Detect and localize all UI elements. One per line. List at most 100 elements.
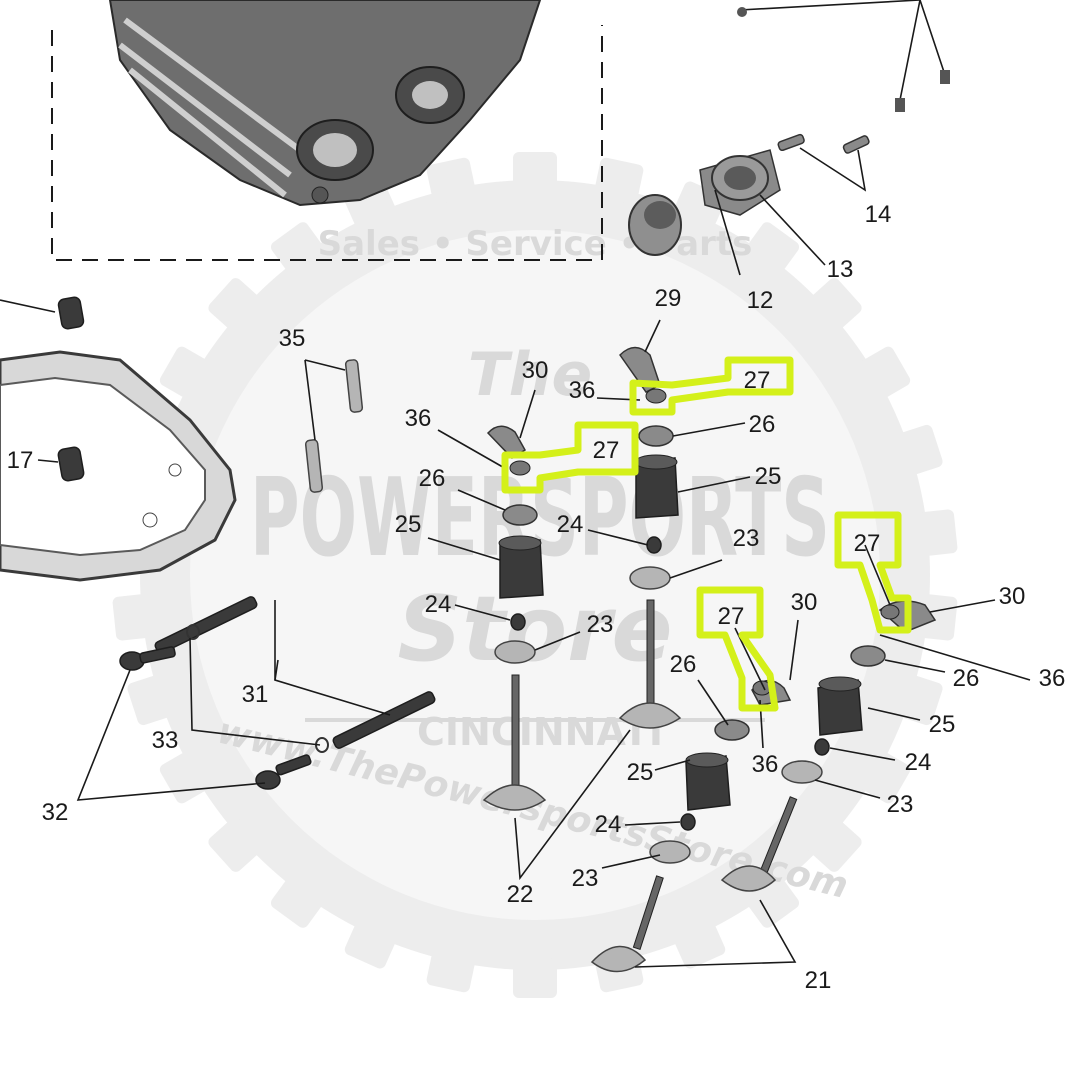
retainer-26-left <box>502 504 538 526</box>
watermark-gear-teeth <box>112 152 958 998</box>
watermark-gear-tooth <box>513 152 557 192</box>
callout-21: 21 <box>805 967 832 994</box>
thermostat-housing-13 <box>699 149 781 216</box>
highlight-27-right <box>834 511 912 634</box>
seat-23-right <box>781 760 823 784</box>
callout-30-b: 30 <box>791 589 818 616</box>
rocker-arm-30-left <box>486 425 527 459</box>
watermark-gear-tooth <box>807 817 862 872</box>
watermark-gear-tooth <box>270 874 326 928</box>
shim-27-center <box>645 388 667 404</box>
watermark-gear-tooth <box>208 817 263 872</box>
watermark-ribbon: Sales • Service • Parts <box>318 224 753 264</box>
seat-23-middle <box>649 840 691 864</box>
callout-25-b: 25 <box>755 463 782 490</box>
dowel-17 <box>57 446 85 482</box>
watermark-gear-tooth <box>513 958 557 998</box>
retainer-26-center <box>638 425 674 447</box>
callout-29: 29 <box>655 285 682 312</box>
bolt-32-upper <box>119 646 176 671</box>
callout-25-d: 25 <box>929 711 956 738</box>
keeper-24-middle <box>680 813 696 831</box>
callout-32: 32 <box>42 799 69 826</box>
leader-top-sensor <box>739 0 921 11</box>
callout-17: 17 <box>7 447 34 474</box>
callout-13: 13 <box>827 256 854 283</box>
callout-27-b: 27 <box>593 437 620 464</box>
keeper-24-center <box>646 536 662 554</box>
callout-27-c: 27 <box>854 530 881 557</box>
callout-23-a: 23 <box>587 611 614 638</box>
watermark-gear-tooth <box>426 946 476 993</box>
callout-27-d: 27 <box>718 603 745 630</box>
callout-36-b: 36 <box>569 377 596 404</box>
keeper-24-left <box>510 613 526 631</box>
watermark-gear-tooth <box>914 509 958 557</box>
valve-head-21-left <box>590 945 647 973</box>
callouts: 12 13 14 17 21 22 23 23 23 23 24 24 24 2… <box>7 201 1066 994</box>
callout-24-d: 24 <box>905 749 932 776</box>
callout-22: 22 <box>507 881 534 908</box>
retainer-26-middle <box>714 719 750 741</box>
shim-27-right <box>880 604 900 620</box>
callout-35: 35 <box>279 325 306 352</box>
valve-stem-22-center <box>646 599 655 706</box>
bolt-32-lower <box>255 754 312 790</box>
top-connector-a <box>895 98 905 112</box>
callout-26-b: 26 <box>749 411 776 438</box>
callout-24-a: 24 <box>425 591 452 618</box>
valve-stem-22-left <box>511 674 520 791</box>
rocker-shaft-31-upper <box>154 596 258 654</box>
callout-12: 12 <box>747 287 774 314</box>
watermark-gear-tooth <box>807 278 862 333</box>
cylinder-head <box>108 0 542 207</box>
callout-30-c: 30 <box>999 583 1026 610</box>
watermark-gear-tooth <box>426 157 476 204</box>
watermark-gear-tooth <box>159 346 213 401</box>
watermark-gear-tooth <box>894 424 943 477</box>
highlight-27-left <box>501 421 639 494</box>
watermark-gear-tooth <box>127 673 176 726</box>
leader-lines <box>0 147 1031 968</box>
callout-14: 14 <box>865 201 892 228</box>
callout-31: 31 <box>242 681 269 708</box>
valve-head-22-left <box>482 784 547 811</box>
watermark-gear-tooth <box>672 917 726 969</box>
o-ring-33-upper <box>186 624 200 640</box>
watermark-gear-tooth <box>208 278 263 333</box>
watermark-gear-tooth <box>894 673 943 726</box>
head-gasket <box>0 350 237 582</box>
highlight-27-center <box>629 356 794 416</box>
top-sensor-tip <box>737 7 747 17</box>
retainer-26-right <box>850 645 886 667</box>
watermark-the: The <box>468 340 592 410</box>
watermark-gear-tooth <box>112 593 156 641</box>
watermark-rule <box>305 718 765 722</box>
callout-30-a: 30 <box>522 357 549 384</box>
callout-33: 33 <box>152 727 179 754</box>
watermark-gear-tooth <box>744 222 800 276</box>
callout-23-c: 23 <box>572 865 599 892</box>
highlight-27-middle <box>696 586 779 712</box>
callout-26-d: 26 <box>953 665 980 692</box>
callout-24-b: 24 <box>557 511 584 538</box>
keeper-24-right <box>814 738 830 756</box>
pin-35-lower <box>304 439 324 493</box>
callout-36-c: 36 <box>752 751 779 778</box>
valve-head-22-center <box>618 702 682 729</box>
valve-head-21-right <box>720 865 777 892</box>
callout-26-a: 26 <box>419 465 446 492</box>
watermark-gear-tooth <box>857 749 911 804</box>
top-connector-b <box>940 70 950 84</box>
callout-26-c: 26 <box>670 651 697 678</box>
pin-35-upper <box>344 359 364 413</box>
callout-27-a: 27 <box>744 367 771 394</box>
callout-25-c: 25 <box>627 759 654 786</box>
watermark-gear-tooth <box>344 917 398 969</box>
shim-27-left <box>509 460 531 476</box>
dowel-upper <box>57 296 85 330</box>
watermark-gear-tooth <box>857 346 911 401</box>
rocker-shaft-31-lower <box>332 691 436 749</box>
